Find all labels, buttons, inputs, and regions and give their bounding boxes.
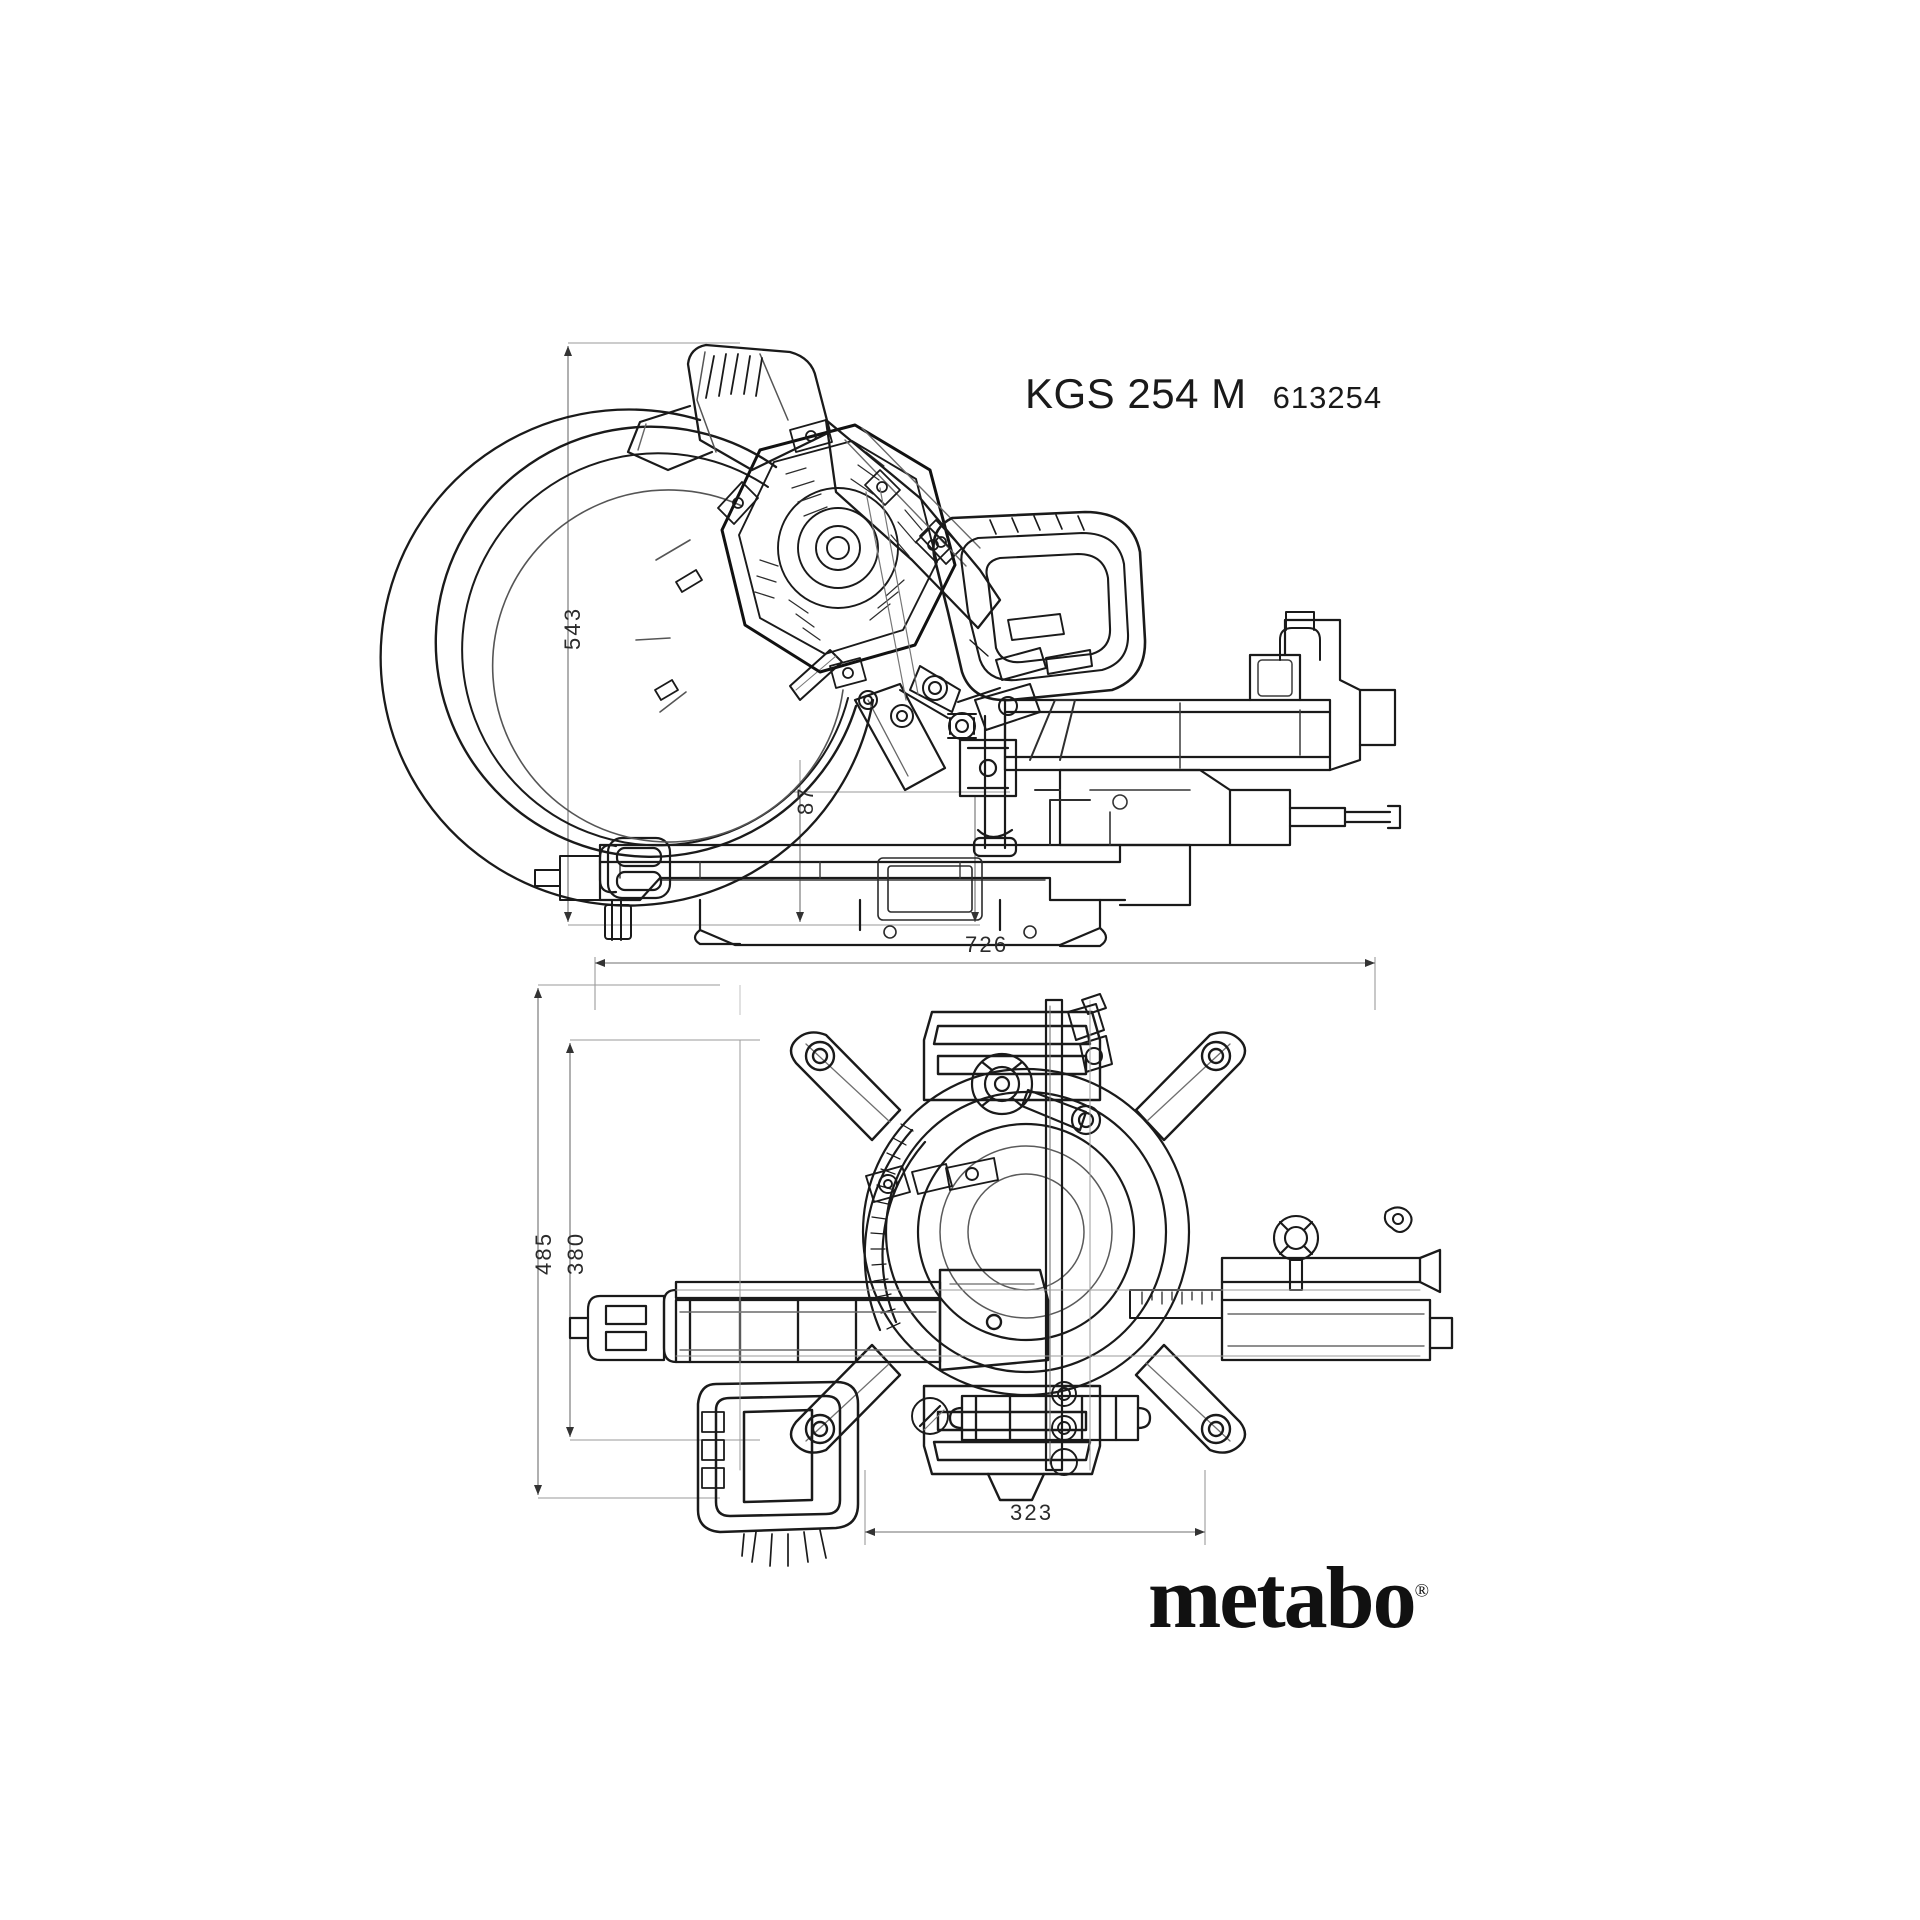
dimension-label-87: 87 [793,786,818,815]
dimension-lines-side-view [564,342,1010,926]
article-number: 613254 [1272,380,1383,415]
dimension-lines-top-view [534,957,1376,1545]
registered-trademark-symbol: ® [1414,1580,1430,1602]
metabo-logo: metabo® [1148,1548,1429,1649]
side-elevation-view [379,343,1402,948]
title-block: KGS 254 M 613254 [1025,370,1382,418]
dimension-label-323: 323 [1010,1500,1054,1525]
dimension-label-485: 485 [531,1231,556,1275]
dimension-label-380: 380 [563,1231,588,1275]
top-plan-view [568,993,1454,1567]
dimension-label-726: 726 [965,932,1009,957]
model-name: KGS 254 M [1025,370,1247,417]
brand-name: metabo [1148,1550,1417,1647]
dimension-label-543: 543 [560,606,585,650]
